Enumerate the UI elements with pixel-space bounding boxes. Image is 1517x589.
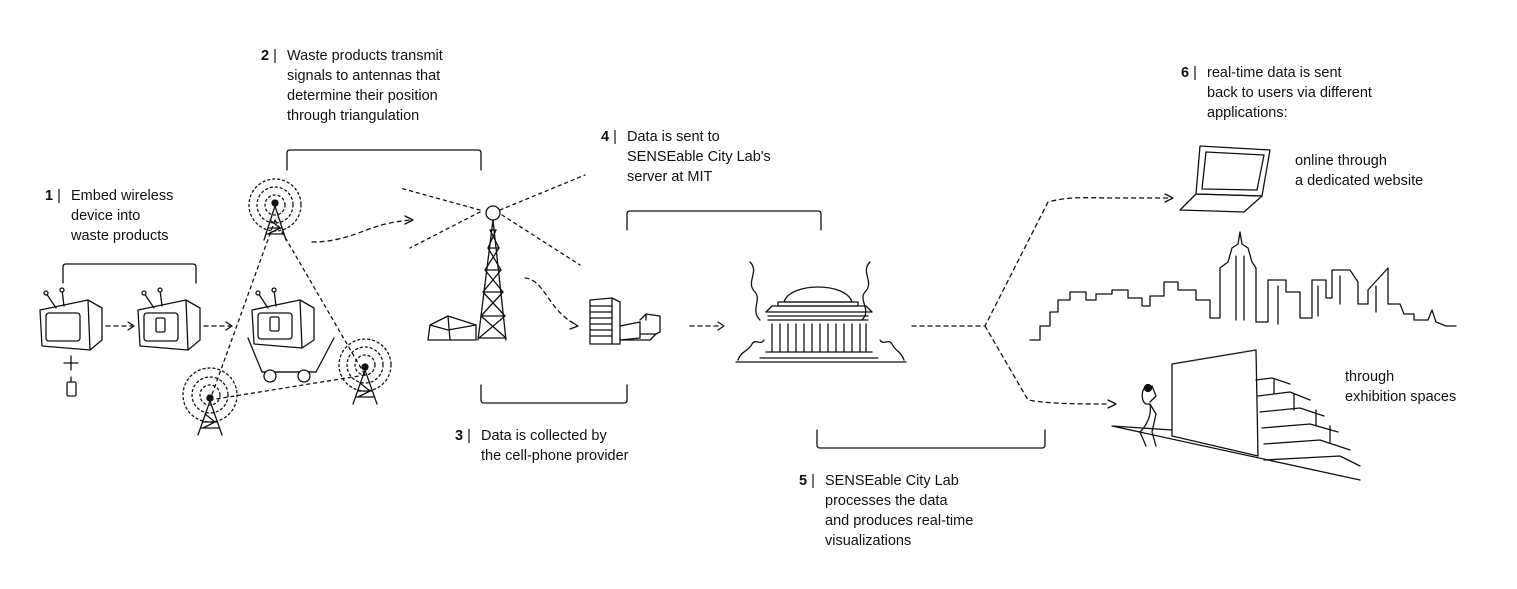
step-text: applications:: [1207, 105, 1288, 121]
bracket-step1: [62, 263, 197, 284]
step-text: the cell-phone provider: [481, 448, 629, 464]
step-number: 1|: [45, 188, 61, 204]
step-6: 6| real-time data is sent back to users …: [1181, 63, 1372, 123]
provider-building-icon: [427, 315, 477, 341]
city-skyline-icon: [1029, 231, 1457, 341]
step-1: 1| Embed wireless device into waste prod…: [45, 186, 174, 246]
step-text: and produces real-time: [825, 513, 974, 529]
antenna-tower-icon: [248, 178, 302, 241]
step-text: SENSEable City Lab: [825, 473, 959, 489]
step-text: processes the data: [825, 493, 948, 509]
step-text: device into: [71, 208, 141, 224]
waste-cart-icon: [247, 287, 335, 383]
cell-tower-icon: [477, 205, 507, 341]
step-text: Data is sent to: [627, 129, 720, 145]
bracket-step4: [626, 210, 822, 231]
tv-with-device-icon: [137, 287, 201, 351]
arrow-to-server: [524, 277, 576, 325]
step-text: real-time data is sent: [1207, 65, 1342, 81]
step-text: signals to antennas that: [287, 68, 441, 84]
step-5: 5| SENSEable City Lab processes the data…: [799, 471, 974, 551]
output-online: online through a dedicated website: [1295, 151, 1423, 191]
tv-icon: [39, 287, 103, 351]
step-text: back to users via different: [1207, 85, 1372, 101]
output-text: a dedicated website: [1295, 173, 1424, 189]
step-text: Waste products transmit: [287, 48, 443, 64]
step-number: 5|: [799, 473, 815, 489]
step-number: 6|: [1181, 65, 1197, 81]
arrow-to-tower: [311, 219, 411, 243]
step-3: 3| Data is collected by the cell-phone p…: [455, 426, 629, 466]
step-text: SENSEable City Lab's: [627, 149, 771, 165]
step-text: server at MIT: [627, 169, 713, 185]
step-text: Embed wireless: [71, 188, 174, 204]
step-number: 4|: [601, 129, 617, 145]
output-exhibition: through exhibition spaces: [1345, 367, 1456, 407]
step-text: through triangulation: [287, 108, 420, 124]
step-text: determine their position: [287, 88, 438, 104]
step-number: 3|: [455, 428, 471, 444]
exhibition-space-icon: [1111, 349, 1361, 481]
antenna-tower-icon: [338, 338, 392, 405]
dashed-split: [911, 197, 1171, 405]
server-icon: [589, 297, 661, 345]
bracket-step5: [816, 429, 1046, 449]
antenna-tower-icon: [182, 367, 238, 436]
output-text: exhibition spaces: [1345, 389, 1457, 405]
step-number: 2|: [261, 48, 277, 64]
step-2: 2| Waste products transmit signals to an…: [261, 46, 443, 126]
step-text: Data is collected by: [481, 428, 607, 444]
output-text: through: [1345, 369, 1395, 385]
mit-building-icon: [735, 261, 907, 363]
signal-rays: [399, 174, 586, 266]
step-text: visualizations: [825, 533, 912, 549]
output-text: online through: [1295, 153, 1387, 169]
triangulation-lines: [209, 219, 366, 401]
step-text: waste products: [71, 228, 169, 244]
bracket-step3: [480, 384, 628, 404]
bracket-step2: [286, 149, 482, 171]
step-4: 4| Data is sent to SENSEable City Lab's …: [601, 127, 771, 187]
laptop-icon: [1179, 145, 1271, 213]
wireless-device-icon: [63, 355, 79, 397]
